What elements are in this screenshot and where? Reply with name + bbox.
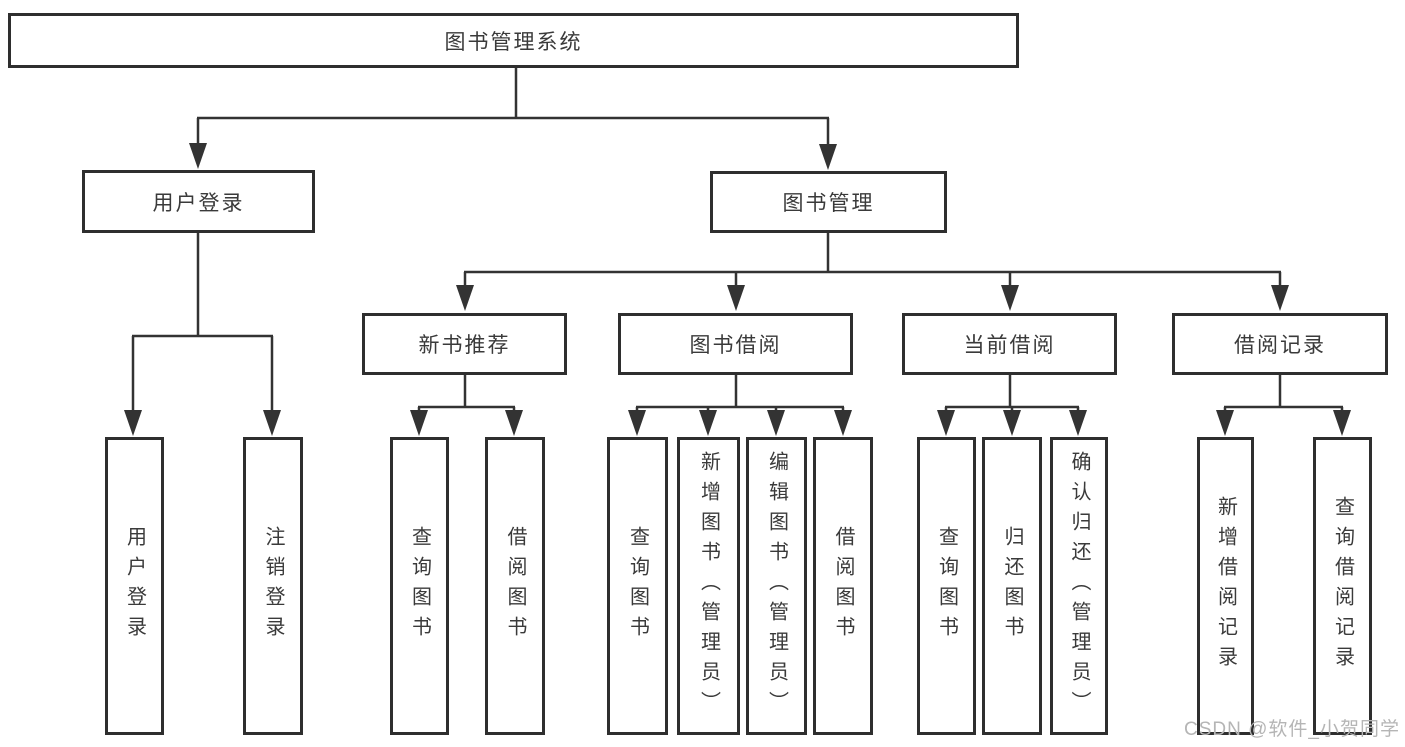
node-leaf-query-books-current: 查询图书	[917, 437, 976, 735]
node-leaf-query-borrow-record: 查询借阅记录	[1313, 437, 1372, 735]
node-leaf-borrow-books-label: 借阅图书	[832, 526, 854, 646]
connector-new-book	[417, 375, 516, 414]
node-leaf-query-books-newrec-label: 查询图书	[408, 526, 431, 646]
node-leaf-user-login-label: 用户登录	[123, 526, 146, 646]
node-user-login: 用户登录	[82, 170, 315, 233]
node-book-management: 图书管理	[710, 171, 947, 233]
node-book-borrow: 图书借阅	[618, 313, 853, 375]
connector-book-borrow	[635, 375, 845, 414]
node-leaf-edit-books-admin: 编辑图书（管理员）	[746, 437, 807, 735]
node-leaf-user-login: 用户登录	[105, 437, 164, 735]
node-leaf-borrow-books-newrec-label: 借阅图书	[504, 526, 526, 646]
node-new-book-recommend: 新书推荐	[362, 313, 567, 375]
node-leaf-return-books-label: 归还图书	[1001, 526, 1023, 646]
node-leaf-logout: 注销登录	[243, 437, 303, 735]
node-leaf-query-books-current-label: 查询图书	[935, 526, 958, 646]
node-leaf-confirm-return-admin: 确认归还（管理员）	[1050, 437, 1108, 735]
node-leaf-confirm-return-admin-label: 确认归还（管理员）	[1068, 451, 1090, 721]
node-leaf-return-books: 归还图书	[982, 437, 1042, 735]
node-leaf-edit-books-admin-label: 编辑图书（管理员）	[765, 451, 788, 721]
node-leaf-query-books-borrow: 查询图书	[607, 437, 668, 735]
node-leaf-borrow-books: 借阅图书	[813, 437, 873, 735]
node-leaf-add-borrow-record: 新增借阅记录	[1197, 437, 1254, 735]
node-borrow-records-label: 借阅记录	[1234, 334, 1326, 357]
node-root-label: 图书管理系统	[444, 30, 583, 54]
node-leaf-logout-label: 注销登录	[262, 526, 284, 646]
node-user-login-label: 用户登录	[152, 191, 245, 215]
node-root-system: 图书管理系统	[8, 13, 1019, 68]
node-book-borrow-label: 图书借阅	[689, 334, 782, 357]
node-current-borrow: 当前借阅	[902, 313, 1117, 375]
connector-user-login	[131, 233, 274, 414]
connector-book-management	[463, 233, 1282, 289]
csdn-watermark: CSDN @软件_小贺同学	[1184, 719, 1400, 740]
node-leaf-borrow-books-newrec: 借阅图书	[485, 437, 545, 735]
node-leaf-query-books-newrec: 查询图书	[390, 437, 449, 735]
connector-root	[196, 68, 830, 148]
connector-borrow-records	[1223, 375, 1344, 414]
arrowheads	[124, 143, 1351, 436]
connector-current-borrow	[944, 375, 1080, 414]
node-leaf-add-borrow-record-label: 新增借阅记录	[1214, 496, 1237, 676]
node-book-management-label: 图书管理	[782, 192, 875, 215]
node-leaf-add-books-admin-label: 新增图书（管理员）	[697, 451, 720, 721]
node-leaf-add-books-admin: 新增图书（管理员）	[677, 437, 740, 735]
node-borrow-records: 借阅记录	[1172, 313, 1388, 375]
node-current-borrow-label: 当前借阅	[963, 334, 1056, 357]
node-leaf-query-books-borrow-label: 查询图书	[626, 526, 649, 646]
node-new-book-recommend-label: 新书推荐	[418, 334, 511, 357]
node-leaf-query-borrow-record-label: 查询借阅记录	[1331, 496, 1354, 676]
